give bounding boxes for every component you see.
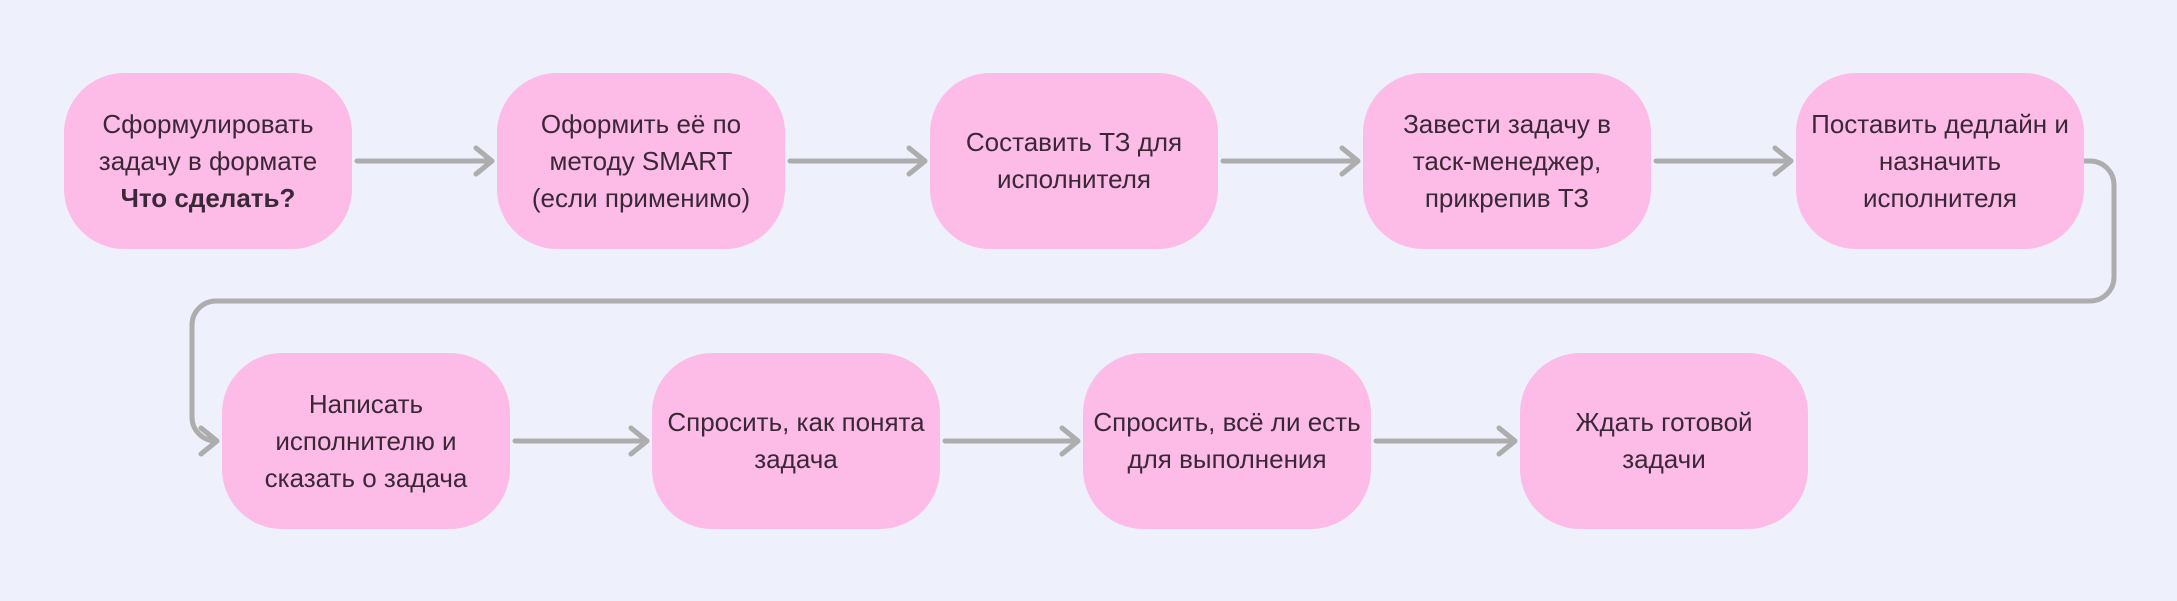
flow-node-wait-result: Ждать готовой задачи: [1520, 353, 1808, 529]
flow-node-label: Завести задачу в таск-менеджер, прикрепи…: [1403, 108, 1611, 213]
arrow-5-6-wrap: [189, 158, 2117, 457]
arrow-2-3: [787, 145, 928, 177]
flow-node-label: Оформить её по методу SMART (если примен…: [531, 108, 751, 213]
arrow-6-7: [512, 425, 650, 457]
flow-node-label: Поставить дедлайн и назначить исполнител…: [1811, 108, 2069, 213]
flow-node-formulate-task: Сформулировать задачу в формате Что сдел…: [64, 73, 352, 249]
arrow-7-8: [942, 425, 1081, 457]
arrow-8-9: [1373, 425, 1518, 457]
arrow-3-4: [1220, 145, 1361, 177]
flow-node-ask-resources: Спросить, всё ли есть для выполнения: [1083, 353, 1371, 529]
flow-node-label: Составить ТЗ для исполнителя: [965, 127, 1183, 194]
flow-node-label: Спросить, как понята задача: [667, 407, 925, 474]
flow-node-smart-method: Оформить её по методу SMART (если примен…: [497, 73, 785, 249]
flow-node-label: Написать исполнителю и сказать о задача: [264, 388, 468, 493]
arrow-4-5: [1653, 145, 1794, 177]
flow-node-label: Сформулировать задачу в формате: [98, 108, 318, 176]
flow-node-label: Ждать готовой задачи: [1575, 407, 1753, 474]
flow-node-ask-understanding: Спросить, как понята задача: [652, 353, 940, 529]
flow-node-deadline-assignee: Поставить дедлайн и назначить исполнител…: [1796, 73, 2084, 249]
flow-node-label-bold: Что сделать?: [120, 182, 296, 213]
flow-node-task-manager: Завести задачу в таск-менеджер, прикрепи…: [1363, 73, 1651, 249]
arrow-1-2: [354, 145, 495, 177]
flow-node-message-assignee: Написать исполнителю и сказать о задача: [222, 353, 510, 529]
flow-node-label: Спросить, всё ли есть для выполнения: [1093, 407, 1361, 474]
flow-node-write-spec: Составить ТЗ для исполнителя: [930, 73, 1218, 249]
